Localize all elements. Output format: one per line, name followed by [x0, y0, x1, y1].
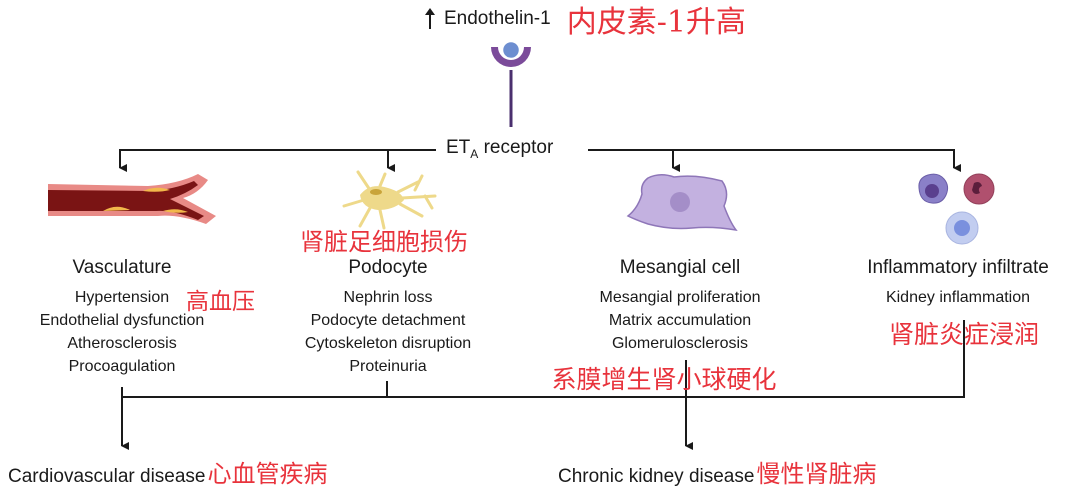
ligand-label-zh: 内皮素-1升高 [566, 5, 746, 40]
outcome-label-zh: 慢性肾脏病 [756, 460, 877, 488]
receptor-label-sub: A [470, 146, 479, 161]
branch-item: Proteinuria [349, 358, 427, 375]
ligand-header: Endothelin-1 内皮素-1升高 [424, 2, 746, 40]
branch-item-text: Hypertension [74, 289, 170, 306]
outcome-label-zh: 心血管疾病 [207, 460, 328, 488]
branch-item: Endothelial dysfunction [39, 312, 205, 329]
outcome-cardiovascular: Cardiovascular disease 心血管疾病 [8, 454, 328, 489]
branch-mesangial: Mesangial cell Mesangial proliferation M… [600, 257, 761, 355]
ligand-label: Endothelin-1 [444, 8, 551, 29]
receptor-icon [491, 40, 531, 67]
branch-item: Glomerulosclerosis [611, 335, 749, 352]
branch-item: Kidney inflammation [885, 289, 1031, 306]
branch-podocyte: Podocyte Nephrin loss Podocyte detachmen… [305, 257, 471, 378]
branch-title: Podocyte [348, 257, 428, 278]
blood-vessel-icon [48, 174, 216, 224]
immune-cells-icon [918, 173, 995, 245]
receptor-label: ETA receptor [442, 137, 558, 161]
branch-vasculature: Vasculature Hypertension Endothelial dys… [40, 257, 205, 378]
branch-item: Cytoskeleton disruption [304, 335, 472, 352]
outcome-ckd: Chronic kidney disease 慢性肾脏病 [558, 454, 876, 489]
branch-item: Nephrin loss [343, 289, 433, 306]
branch-title: Mesangial cell [619, 257, 741, 278]
branch-item: Procoagulation [68, 358, 176, 375]
branch-item: Podocyte detachment [310, 312, 466, 329]
branch-title: Vasculature [72, 257, 172, 278]
annotation-zh-podocyte: 肾脏足细胞损伤 [300, 228, 468, 256]
up-arrow-icon [425, 8, 435, 29]
outcome-label: Chronic kidney disease [558, 466, 755, 487]
annotation-zh-inflammatory: 肾脏炎症浸润 [888, 320, 1040, 349]
receptor-label-rest: receptor [478, 137, 554, 158]
branch-inflammatory: Inflammatory infiltrate Kidney inflammat… [867, 257, 1049, 309]
branch-item: Hypertension [40, 286, 205, 309]
branch-item: Matrix accumulation [608, 312, 752, 329]
branch-item: Mesangial proliferation [599, 289, 761, 306]
annotation-zh-mesangial: 系膜增生肾小球硬化 [551, 365, 777, 394]
mesangial-cell-icon [626, 174, 738, 232]
podocyte-icon [342, 170, 437, 230]
branch-title: Inflammatory infiltrate [867, 257, 1049, 278]
branch-item: Atherosclerosis [67, 335, 177, 352]
annotation-zh-vasculature: 高血压 [186, 289, 255, 315]
receptor-label-main: ET [446, 137, 471, 158]
outcome-label: Cardiovascular disease [8, 466, 206, 487]
